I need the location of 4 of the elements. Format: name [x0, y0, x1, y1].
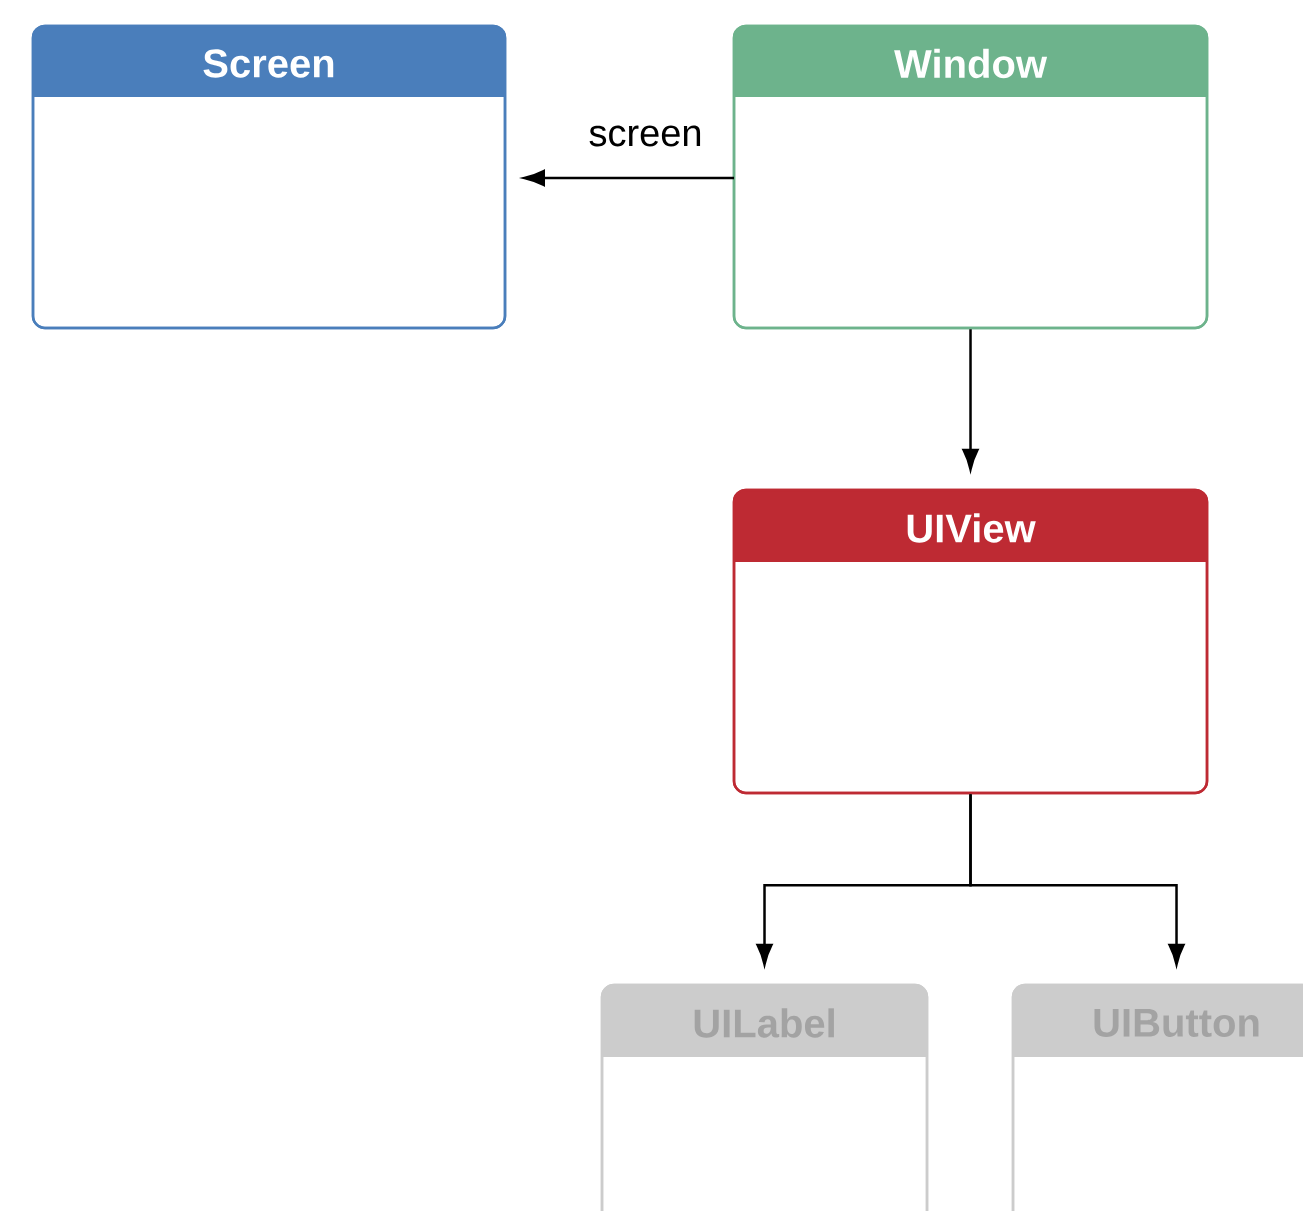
class-box: Window	[732, 24, 1209, 330]
class-box: UIView	[732, 488, 1209, 795]
class-box: Screen	[31, 24, 507, 330]
edge-label: screen	[587, 124, 704, 148]
